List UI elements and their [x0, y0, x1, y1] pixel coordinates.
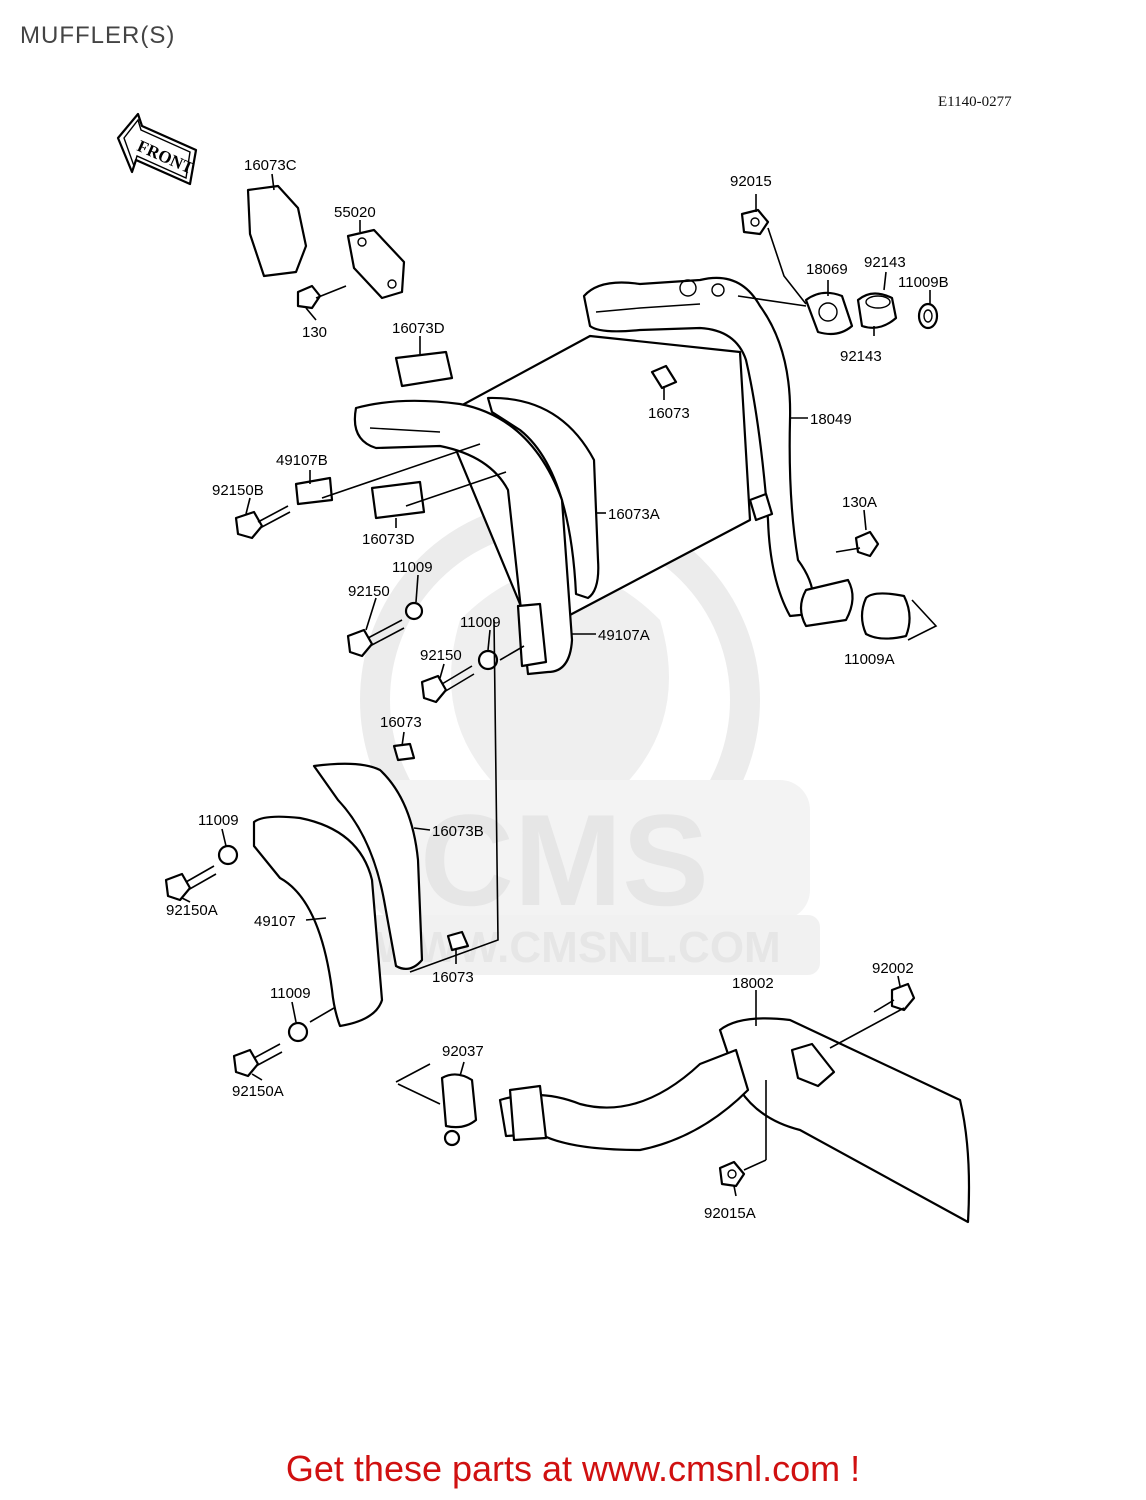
- label-92143-top: 92143: [864, 254, 906, 271]
- washer-11009-a: [404, 601, 424, 621]
- label-49107a: 49107A: [598, 627, 650, 644]
- washer-11009-d: [287, 1021, 309, 1043]
- collar-92143: [856, 292, 898, 329]
- footer-cta-link[interactable]: Get these parts at www.cmsnl.com !: [285, 1448, 861, 1489]
- clamp-92037: [440, 1073, 478, 1147]
- label-92150a-b: 92150A: [232, 1083, 284, 1100]
- nut-92015: [740, 208, 770, 236]
- label-92002: 92002: [872, 960, 914, 977]
- label-16073d-top: 16073D: [392, 320, 445, 337]
- label-49107: 49107: [254, 913, 296, 930]
- cover-49107a: [353, 399, 574, 676]
- cover-49107: [252, 815, 384, 1028]
- label-11009b: 11009B: [898, 274, 949, 291]
- clip-49107b: [294, 476, 334, 506]
- washer-11009-b: [477, 649, 499, 671]
- bracket-55020: [346, 228, 406, 300]
- label-49107b: 49107B: [276, 452, 328, 469]
- bolt-92150b: [234, 505, 291, 540]
- label-16073b: 16073B: [432, 823, 484, 840]
- label-18002: 18002: [732, 975, 774, 992]
- muffler-18002: [498, 1017, 971, 1224]
- label-18049: 18049: [810, 411, 852, 428]
- nut-92015a: [718, 1160, 746, 1188]
- label-92150b: 92150B: [212, 482, 264, 499]
- bolt-130: [296, 284, 347, 310]
- label-130: 130: [302, 324, 327, 341]
- washer-11009b: [917, 302, 939, 330]
- label-92015a: 92015A: [704, 1205, 756, 1222]
- label-92143-bottom: 92143: [840, 348, 882, 365]
- label-16073a: 16073A: [608, 506, 660, 523]
- heat-shield-16073a: [486, 396, 600, 600]
- label-92150a-a: 92150A: [166, 902, 218, 919]
- sleeve-11009a: [860, 592, 911, 640]
- bolt-130a: [835, 530, 880, 558]
- watermark-url: WWW.CMSNL.COM: [375, 923, 781, 972]
- label-92150-a: 92150: [348, 583, 390, 600]
- heat-shield-16073b: [312, 762, 424, 971]
- clip-16073-lower: [446, 930, 470, 952]
- label-16073d-lower: 16073D: [362, 531, 415, 548]
- clip-16073-upper: [392, 742, 416, 762]
- label-11009a: 11009A: [844, 651, 895, 668]
- label-92037: 92037: [442, 1043, 484, 1060]
- bolt-92002: [873, 982, 916, 1013]
- label-16073-lower: 16073: [432, 969, 474, 986]
- gasket-18069: [804, 291, 854, 336]
- front-arrow-icon: FRONT: [116, 112, 198, 186]
- label-92150-b: 92150: [420, 647, 462, 664]
- leader-lines: [181, 173, 938, 1197]
- label-11009-c: 11009: [198, 812, 239, 829]
- bracket-49107a: [516, 602, 548, 668]
- part-labels: 16073C 55020 130 16073D 49107B 92150B 16…: [166, 157, 949, 1222]
- label-11009-a: 11009: [392, 559, 433, 576]
- label-16073-mid: 16073: [648, 405, 690, 422]
- bolt-92150a-b: [232, 1043, 283, 1078]
- pad-16073c: [246, 184, 308, 278]
- label-11009-d: 11009: [270, 985, 311, 1002]
- page-title: MUFFLER(S): [20, 22, 176, 49]
- watermark-brand: CMS: [420, 787, 709, 933]
- label-16073-upper: 16073: [380, 714, 422, 731]
- bolt-92150-a: [346, 619, 405, 658]
- bolt-92150a-a: [164, 865, 217, 902]
- label-11009-b: 11009: [460, 614, 501, 631]
- label-18069: 18069: [806, 261, 848, 278]
- label-92015: 92015: [730, 173, 772, 190]
- diagram-code: E1140-0277: [938, 94, 1012, 110]
- cushion-16073d-lower: [370, 480, 426, 520]
- label-16073c: 16073C: [244, 157, 297, 174]
- bolt-92150-b: [420, 665, 475, 704]
- washer-11009-c: [217, 844, 239, 866]
- label-55020: 55020: [334, 204, 376, 221]
- cushion-16073d-top: [394, 350, 454, 388]
- label-130a: 130A: [842, 494, 877, 511]
